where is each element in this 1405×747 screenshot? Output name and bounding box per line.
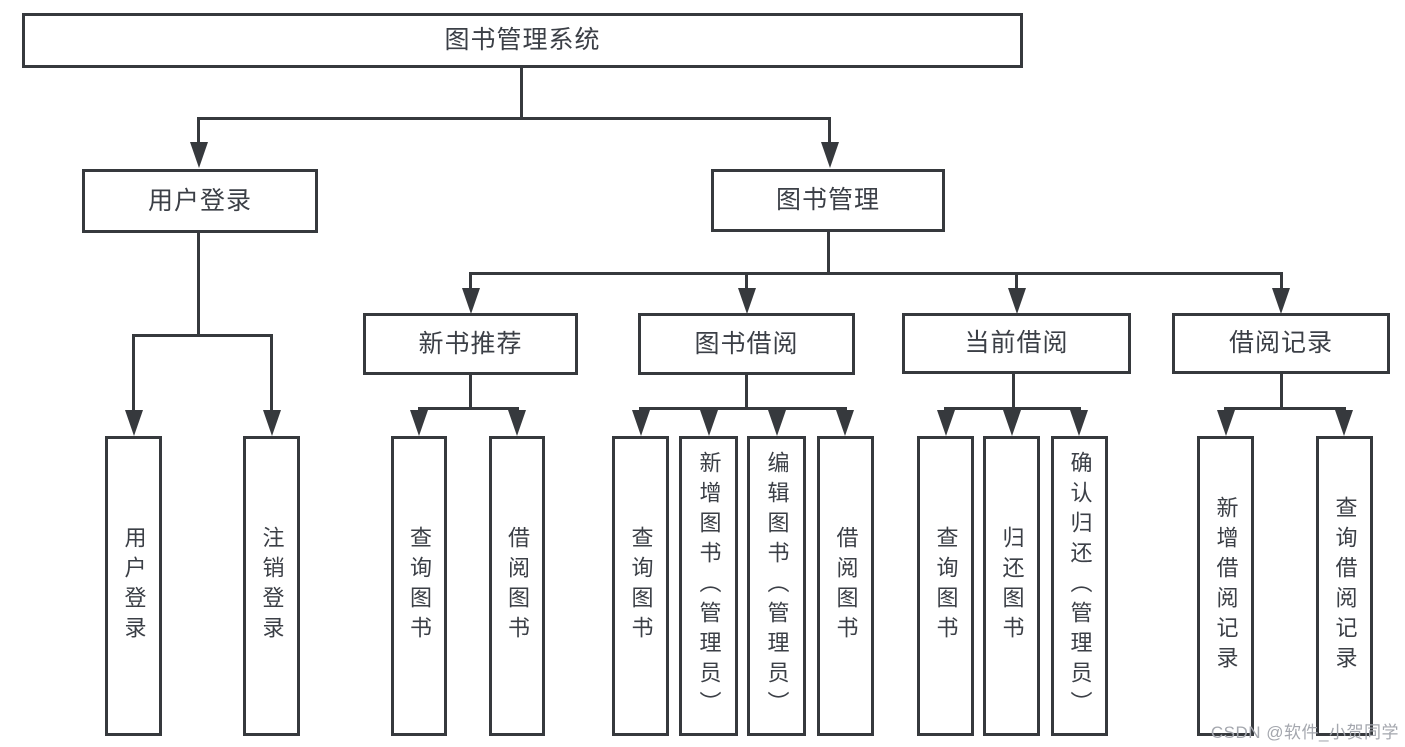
leaf-label: 确认归还（管理员） [1067,451,1093,721]
arrowhead-down-icon [821,142,839,168]
leaf-label: 编辑图书（管理员） [764,451,790,721]
connector-line [1224,407,1346,410]
connector-line [827,230,830,275]
leaf-borrow-books-recommend: 借阅图书 [489,436,545,736]
connector-line [469,374,472,410]
leaf-label: 查询借阅记录 [1332,496,1358,676]
leaf-confirm-return-admin: 确认归还（管理员） [1051,436,1108,736]
arrowhead-down-icon [1217,410,1235,436]
arrowhead-down-icon [700,410,718,436]
connector-line [197,231,200,337]
arrowhead-down-icon [1003,410,1021,436]
node-label: 图书管理 [775,186,880,214]
connector-line [197,117,831,120]
connector-line [828,117,831,145]
node-book-management: 图书管理 [711,169,945,232]
arrowhead-down-icon [1335,410,1353,436]
connector-line [418,407,519,410]
leaf-query-borrow-record: 查询借阅记录 [1316,436,1373,736]
leaf-borrow-books: 借阅图书 [817,436,874,736]
connector-line [520,66,523,119]
leaf-query-books-recommend: 查询图书 [391,436,447,736]
connector-line [639,407,847,410]
watermark: CSDN @软件_小贺同学 [1210,723,1399,742]
connector-line [944,407,1081,410]
arrowhead-down-icon [462,288,480,314]
connector-line [1280,373,1283,410]
leaf-label: 用户登录 [121,526,147,646]
node-borrow-records: 借阅记录 [1172,313,1390,374]
arrowhead-down-icon [263,410,281,436]
node-label: 借阅记录 [1228,329,1333,357]
connector-line [1012,373,1015,410]
leaf-label: 新增借阅记录 [1213,496,1239,676]
node-book-borrow: 图书借阅 [638,313,855,375]
arrowhead-down-icon [190,142,208,168]
connector-line [745,374,748,410]
node-label: 当前借阅 [964,329,1069,357]
leaf-edit-book-admin: 编辑图书（管理员） [747,436,806,736]
arrowhead-down-icon [1008,288,1026,314]
node-label: 图书管理系统 [444,26,601,54]
arrowhead-down-icon [508,410,526,436]
leaf-label: 归还图书 [999,526,1025,646]
connector-line [1015,272,1018,290]
leaf-add-borrow-record: 新增借阅记录 [1197,436,1254,736]
leaf-label: 注销登录 [259,526,285,646]
node-label: 新书推荐 [418,329,523,358]
leaf-return-books: 归还图书 [983,436,1040,736]
arrowhead-down-icon [1272,288,1290,314]
node-label: 图书借阅 [694,329,799,358]
leaf-query-books-borrow: 查询图书 [612,436,669,736]
leaf-label: 借阅图书 [833,526,859,646]
node-label: 用户登录 [147,186,252,215]
node-library-management-system: 图书管理系统 [22,13,1023,68]
arrowhead-down-icon [937,410,955,436]
leaf-label: 查询图书 [933,526,959,646]
leaf-label: 查询图书 [407,526,432,646]
leaf-label: 查询图书 [628,526,654,646]
node-user-login: 用户登录 [82,169,318,233]
connector-line [197,117,200,145]
arrowhead-down-icon [768,410,786,436]
arrowhead-down-icon [632,410,650,436]
leaf-query-books-current: 查询图书 [917,436,974,736]
arrowhead-down-icon [125,410,143,436]
arrowhead-down-icon [738,288,756,314]
connector-line [132,334,273,337]
leaf-add-book-admin: 新增图书（管理员） [679,436,738,736]
arrowhead-down-icon [410,410,428,436]
connector-line [132,334,135,412]
connector-line [469,272,472,290]
arrowhead-down-icon [1070,410,1088,436]
node-new-book-recommend: 新书推荐 [363,313,578,375]
arrowhead-down-icon [836,410,854,436]
connector-line [1280,272,1283,290]
leaf-label: 新增图书（管理员） [696,451,722,721]
node-current-borrow: 当前借阅 [902,313,1131,374]
connector-line [745,272,748,290]
connector-line [469,272,1283,275]
leaf-logout: 注销登录 [243,436,300,736]
leaf-user-login: 用户登录 [105,436,162,736]
leaf-label: 借阅图书 [505,526,530,646]
connector-line [270,334,273,412]
